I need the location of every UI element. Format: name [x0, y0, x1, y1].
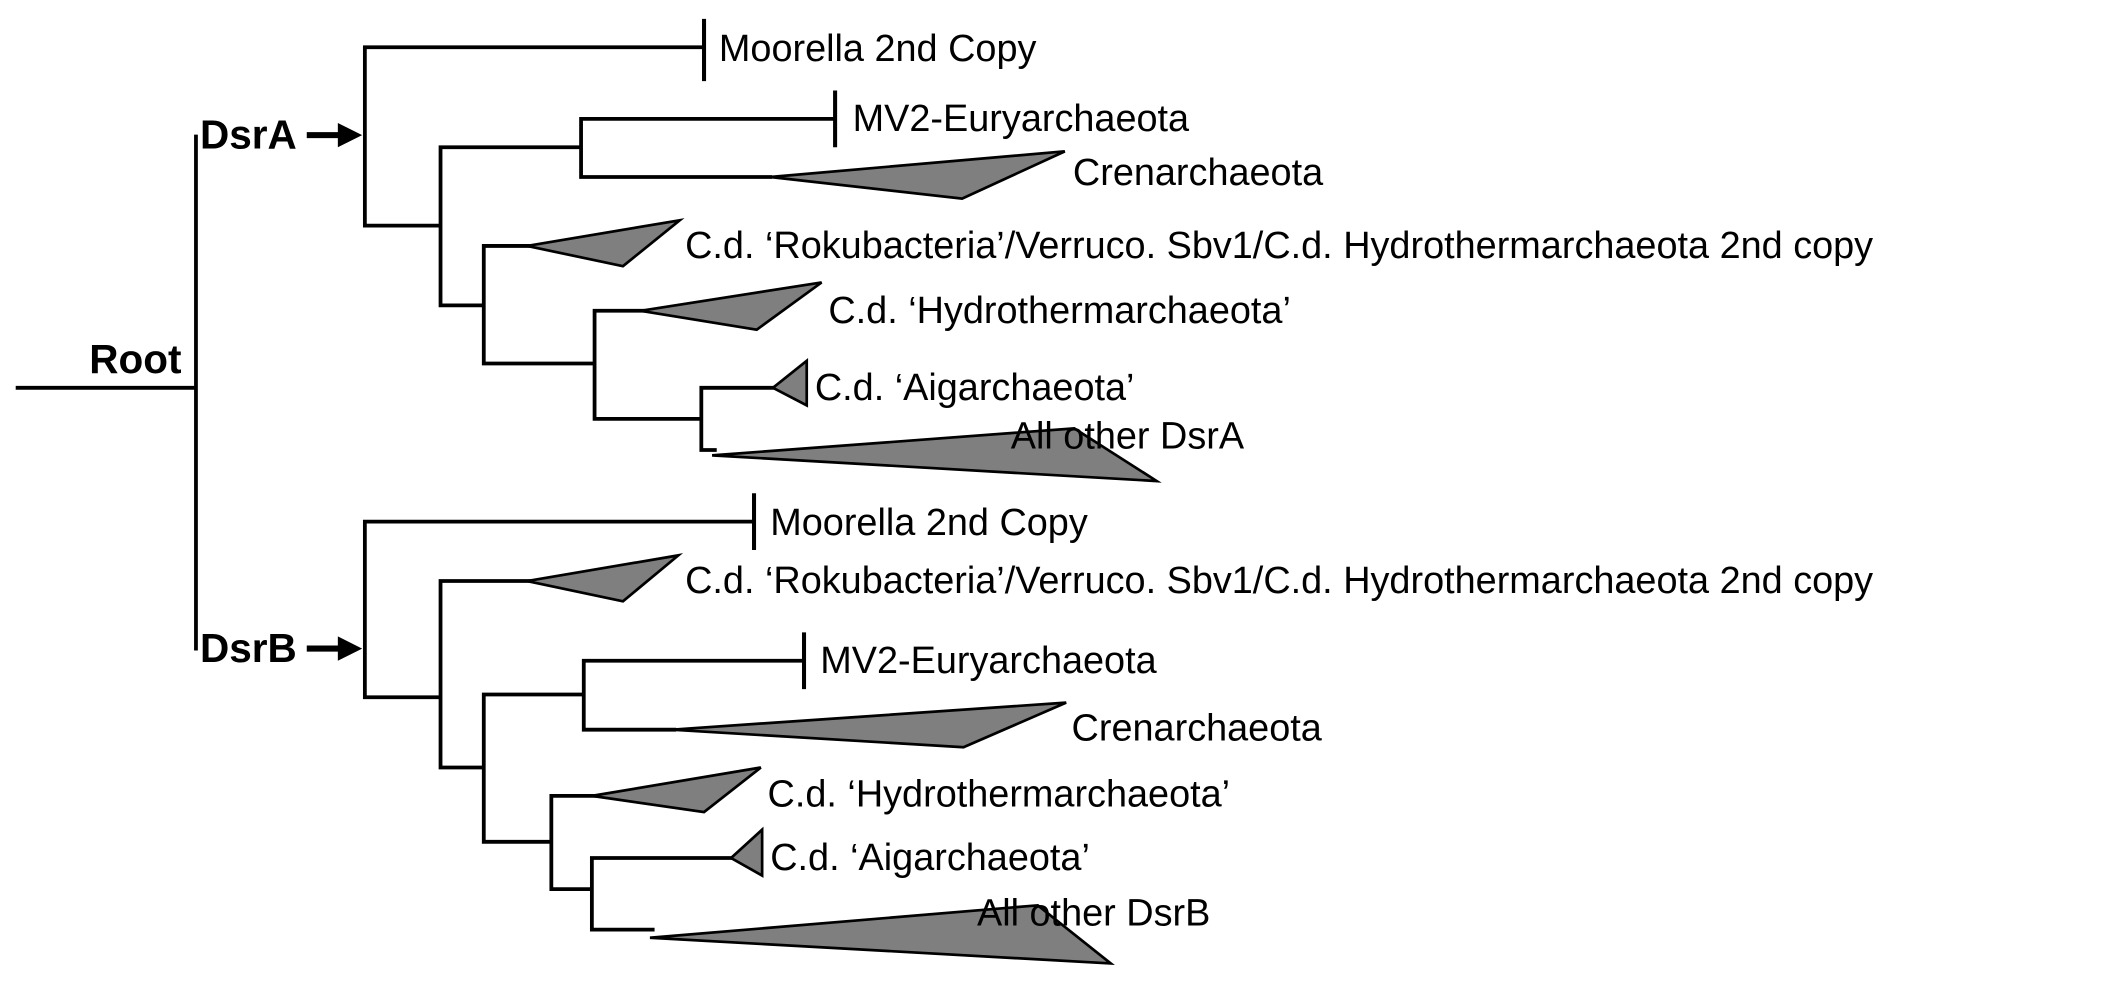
crenarchaeota-a-label: Crenarchaeota [1073, 152, 1324, 194]
aigarchaeota-a-label: C.d. ‘Aigarchaeota’ [815, 367, 1135, 409]
crenarchaeota-a-wedge [770, 149, 1066, 201]
rokubacteria-a-wedge [526, 218, 685, 268]
hydrothermarchaeota-b-label: C.d. ‘Hydrothermarchaeota’ [768, 774, 1231, 816]
moorella-a-label: Moorella 2nd Copy [719, 28, 1037, 70]
crenarchaeota-b-wedge [671, 701, 1067, 749]
root-branch-group: Root [15, 134, 198, 651]
aigarchaeota-a-wedge [770, 357, 809, 408]
dsrb-arrow-head [337, 636, 363, 661]
rokubacteria-b-label: C.d. ‘Rokubacteria’/Verruco. Sbv1/C.d. H… [685, 560, 1873, 602]
hydrothermarchaeota-a-label: C.d. ‘Hydrothermarchaeota’ [828, 290, 1291, 332]
dsrb-arrow-icon [306, 636, 363, 661]
rokubacteria-b-wedge [526, 553, 684, 603]
dsra-arrow-head [337, 122, 363, 148]
aigarchaeota-b-wedge [728, 826, 764, 878]
root-label: Root [89, 336, 181, 382]
crenarchaeota-b-label: Crenarchaeota [1072, 707, 1323, 749]
all-other-dsra-wedge [712, 426, 1162, 483]
all-other-dsrb-label: All other DsrB [977, 893, 1210, 935]
aigarchaeota-b-label: C.d. ‘Aigarchaeota’ [770, 837, 1090, 879]
all-other-dsra-label: All other DsrA [1011, 416, 1245, 458]
mv2-euryarchaeota-a-label: MV2-Euryarchaeota [853, 98, 1190, 140]
dsrb-clade-group: DsrB Moorella 2nd Copy C.d. ‘Rokubacteri… [200, 493, 1873, 966]
mv2-euryarchaeota-b-label: MV2-Euryarchaeota [820, 640, 1157, 682]
moorella-b-label: Moorella 2nd Copy [770, 502, 1088, 544]
hydrothermarchaeota-a-wedge [640, 281, 823, 332]
dsrb-clade-label: DsrB [200, 625, 297, 671]
all-other-dsrb-wedge [649, 903, 1115, 966]
dsra-arrow-icon [306, 122, 363, 148]
dsra-branch-lines [362, 45, 837, 452]
dsra-clade-group: DsrA Moorella 2nd Copy MV2-Euryarchaeota… [200, 18, 1873, 483]
dsra-clade-label: DsrA [200, 112, 297, 158]
dsrb-branch-lines [362, 519, 806, 932]
hydrothermarchaeota-b-wedge [591, 766, 762, 814]
rokubacteria-a-label: C.d. ‘Rokubacteria’/Verruco. Sbv1/C.d. H… [685, 225, 1873, 267]
root-branch-lines [15, 134, 198, 651]
